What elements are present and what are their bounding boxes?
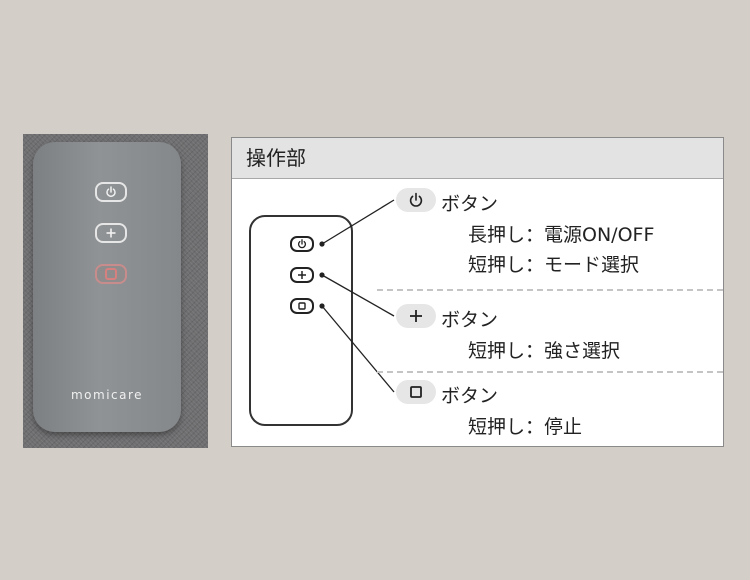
diagram-stop-button	[290, 298, 314, 314]
leader-line-plus	[321, 274, 395, 317]
plus-icon	[106, 228, 116, 238]
leader-line-power	[321, 199, 395, 245]
separator	[377, 371, 723, 373]
stop-icon	[298, 302, 306, 310]
remote-stop-button	[95, 264, 127, 284]
power-button-title: ボタン	[441, 193, 499, 215]
panel-body: ボタン 長押し：電源ON/OFF 短押し：モード選択 ボタン 短押し：強さ選択 …	[232, 179, 723, 446]
remote-outline	[249, 215, 353, 426]
remote-plus-button	[95, 223, 127, 243]
remote-power-button	[95, 182, 127, 202]
leader-dot-plus	[319, 272, 325, 278]
separator	[377, 289, 723, 291]
plus-button-title: ボタン	[441, 309, 499, 331]
power-short-press-text: 短押し：モード選択	[468, 254, 640, 276]
legend-plus-button	[396, 304, 436, 328]
power-icon	[106, 186, 116, 198]
legend-power-button	[396, 188, 436, 212]
diagram-plus-button	[290, 267, 314, 283]
power-icon	[297, 239, 307, 249]
power-long-press-text: 長押し：電源ON/OFF	[468, 224, 655, 246]
plus-icon	[298, 271, 306, 279]
stop-icon	[105, 268, 117, 280]
leader-dot-stop	[319, 303, 325, 309]
remote-photo: momicare	[23, 134, 208, 448]
plus-icon	[410, 310, 422, 322]
brand-logo: momicare	[70, 388, 144, 402]
legend-stop-button	[396, 380, 436, 404]
leader-dot-power	[319, 241, 325, 247]
power-icon	[409, 192, 423, 207]
stop-short-press-text: 短押し：停止	[468, 416, 583, 438]
panel-title: 操作部	[232, 138, 723, 179]
operation-panel: 操作部	[231, 137, 724, 447]
stop-icon	[410, 386, 422, 398]
plus-short-press-text: 短押し：強さ選択	[468, 340, 621, 362]
leader-lines	[319, 199, 395, 393]
diagram-power-button	[290, 236, 314, 252]
leader-line-stop	[321, 305, 395, 393]
remote-body: momicare	[33, 142, 181, 432]
stop-button-title: ボタン	[441, 385, 499, 407]
